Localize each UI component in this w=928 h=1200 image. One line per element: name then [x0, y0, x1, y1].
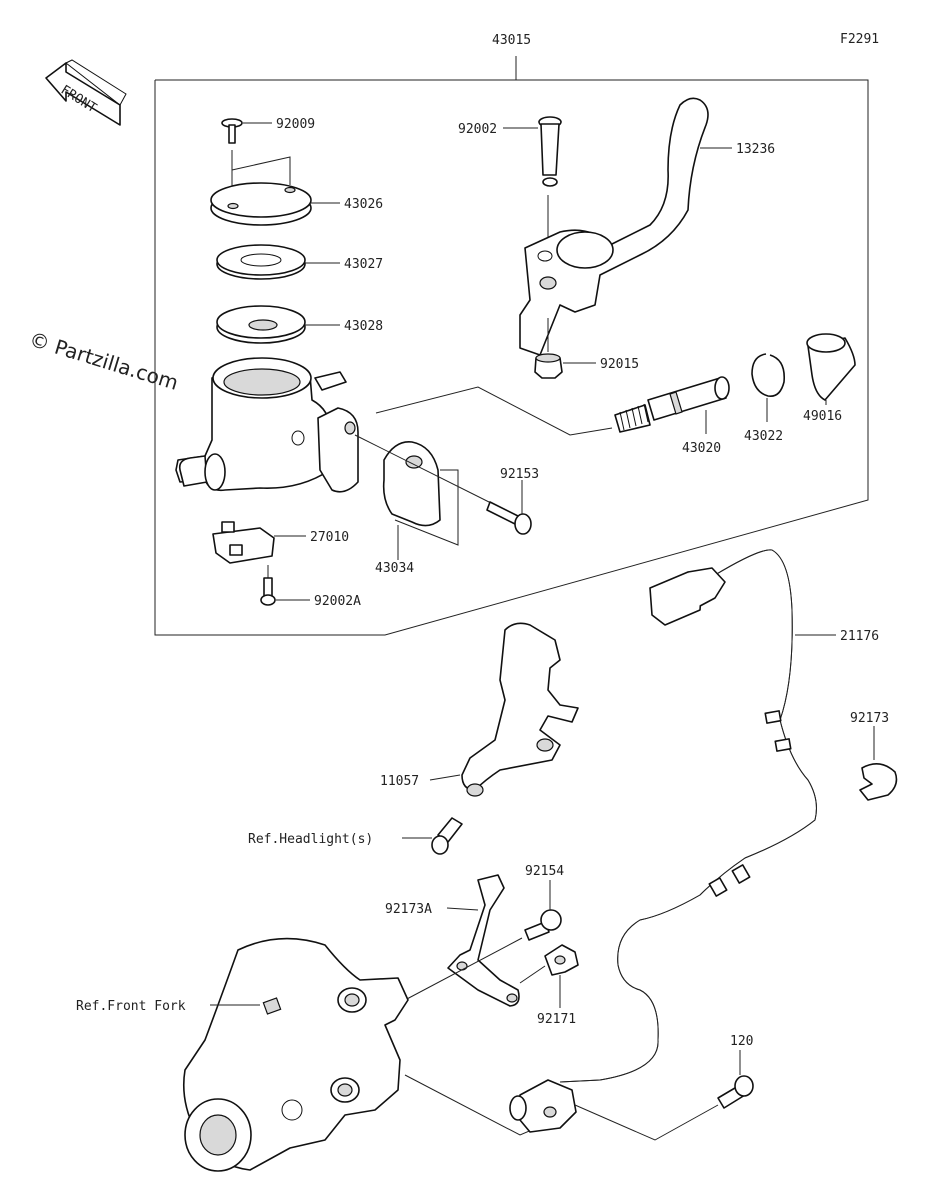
part-43027-diaphragm-plate-icon: 43027	[216, 244, 383, 280]
label-49016: 49016	[803, 409, 842, 424]
wheel-speed-sensor-icon	[509, 1079, 577, 1133]
label-43026: 43026	[344, 197, 383, 212]
label-43034: 43034	[375, 561, 414, 576]
label-92002: 92002	[458, 122, 497, 137]
label-92173: 92173	[850, 711, 889, 726]
label-92173A: 92173A	[385, 902, 432, 917]
part-43020-piston-icon: 43020	[614, 376, 730, 456]
piston-leader-line	[375, 386, 613, 436]
part-49016-dust-boot-icon: 49016	[803, 333, 856, 424]
part-43026-reservoir-cap-icon: 43026	[210, 156, 383, 226]
part-11057-bracket-icon: 11057	[380, 622, 579, 797]
master-cylinder-body-icon	[175, 357, 359, 493]
part-92002A-screw-icon: 92002A	[260, 565, 361, 609]
part-92154-bolt-icon: 92154	[404, 864, 564, 1001]
label-92154: 92154	[525, 864, 564, 879]
label-92153: 92153	[500, 467, 539, 482]
part-120-bolt-icon: 120	[574, 1034, 754, 1141]
label-ref-front-fork: Ref.Front Fork	[76, 999, 186, 1014]
part-43028-diaphragm-icon: 43028	[216, 305, 383, 344]
label-92002A: 92002A	[314, 594, 361, 609]
figure-code: F2291	[840, 32, 879, 47]
label-43028: 43028	[344, 319, 383, 334]
label-43022: 43022	[744, 429, 783, 444]
label-43015: 43015	[492, 33, 531, 48]
part-92153-bolt-icon: 92153	[354, 434, 539, 535]
label-43020: 43020	[682, 441, 721, 456]
label-43027: 43027	[344, 257, 383, 272]
part-92015-nut-icon: 92015	[534, 318, 639, 379]
label-13236: 13236	[736, 142, 775, 157]
label-120: 120	[730, 1034, 753, 1049]
part-92173A-wire-bracket-icon: 92173A	[385, 874, 520, 1007]
label-92015: 92015	[600, 357, 639, 372]
master-cylinder-assembly-frame: 43015	[154, 33, 869, 636]
label-92171: 92171	[537, 1012, 576, 1027]
part-13236-brake-lever-icon: 13236	[519, 97, 775, 356]
part-92171-clip-icon: 92171	[519, 944, 579, 1027]
front-fork-icon: Ref.Front Fork	[76, 937, 561, 1172]
headlight-bolt-icon: Ref.Headlight(s)	[248, 817, 463, 855]
part-21176-sensor-harness-icon: 21176	[559, 549, 879, 1083]
part-92002-pivot-bolt-icon: 92002	[458, 116, 562, 245]
part-27010-switch-icon: 27010	[212, 521, 349, 564]
part-43034-clamp-icon: 43034	[375, 441, 459, 576]
label-92009: 92009	[276, 117, 315, 132]
label-27010: 27010	[310, 530, 349, 545]
label-11057: 11057	[380, 774, 419, 789]
part-92173-clamp-icon: 92173	[850, 711, 898, 801]
label-ref-headlight: Ref.Headlight(s)	[248, 832, 373, 847]
part-43022-circlip-icon: 43022	[744, 353, 786, 444]
watermark: © Partzilla.com	[27, 327, 182, 395]
label-21176: 21176	[840, 629, 879, 644]
part-92009-screw-icon: 92009	[221, 117, 315, 200]
front-arrow-icon: FRONT	[45, 59, 127, 126]
